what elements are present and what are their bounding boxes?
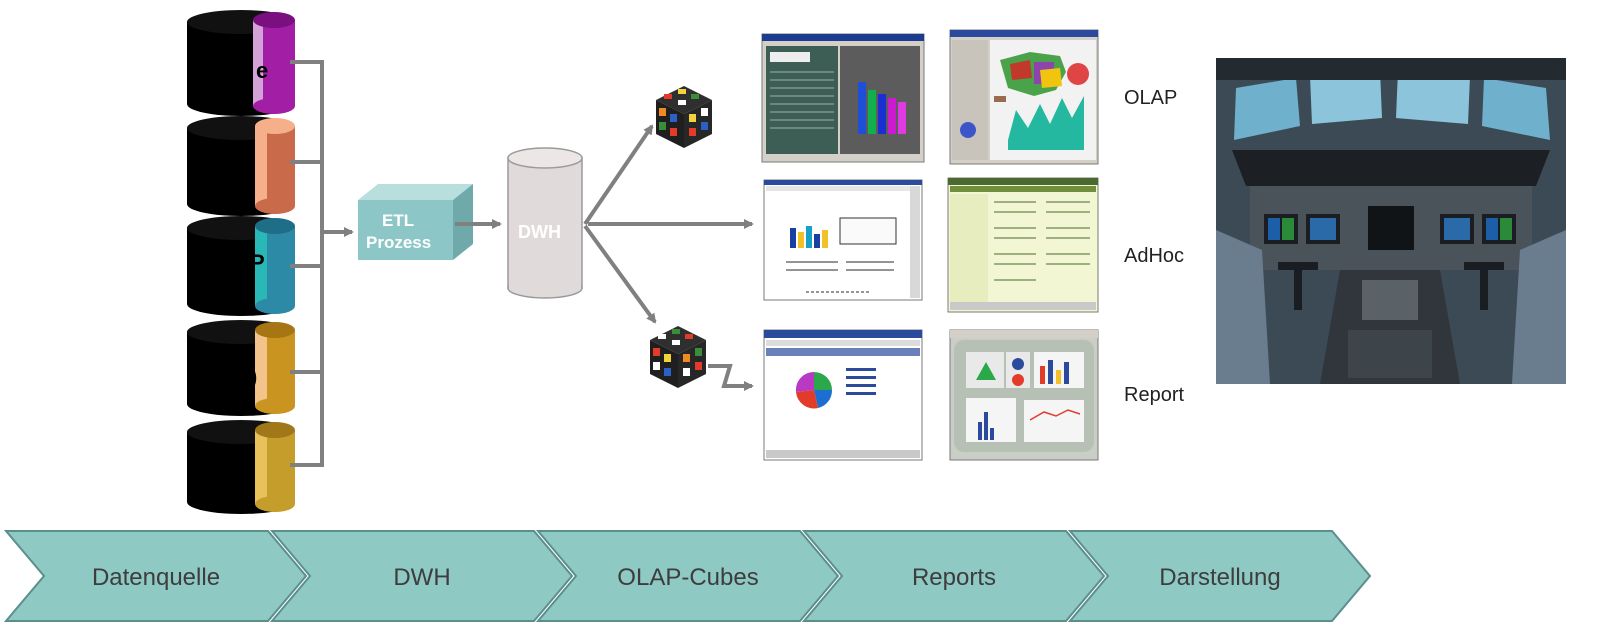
stage-darstellung: Darstellung — [1067, 530, 1372, 622]
olap-screenshot-2 — [949, 29, 1099, 165]
stage-dwh: DWH — [269, 530, 574, 622]
dwh-cylinder: DWH — [507, 147, 583, 299]
stage-label: OLAP-Cubes — [617, 564, 758, 591]
source-label-3: P — [250, 250, 265, 275]
adhoc-screenshot-2 — [947, 177, 1099, 313]
olap-cube-icon — [656, 86, 712, 148]
process-stage-bar: Datenquelle DWH OLAP-Cubes Reports Darst… — [3, 530, 1372, 622]
output-label-report: Report — [1124, 384, 1184, 406]
source-cylinder: s — [187, 116, 295, 216]
stage-reports: Reports — [801, 530, 1106, 622]
etl-label-line1: ETL — [382, 211, 414, 230]
report-screenshot-1 — [763, 329, 923, 461]
stage-label: Datenquelle — [92, 564, 220, 591]
stage-datenquelle: Datenquelle — [3, 530, 308, 622]
source-cylinder: el — [187, 420, 295, 514]
adhoc-screenshot-1 — [763, 179, 923, 301]
source-connectors — [290, 60, 354, 467]
source-cylinder: P — [187, 216, 295, 316]
dwh-output-arrows — [583, 124, 754, 324]
output-label-adhoc: AdHoc — [1124, 245, 1184, 267]
report-screenshot-2 — [949, 329, 1099, 461]
stage-label: Darstellung — [1159, 564, 1280, 591]
olap-screenshot-1 — [761, 33, 925, 163]
source-label-1: e — [256, 58, 268, 83]
stage-label: DWH — [393, 564, 450, 591]
source-cylinder: ) — [187, 320, 295, 416]
stage-label: Reports — [912, 564, 996, 591]
output-label-olap: OLAP — [1124, 87, 1177, 109]
data-source-cylinders: e s P — [187, 10, 295, 514]
source-label-4: ) — [250, 364, 257, 389]
etl-process-box: ETL Prozess — [358, 184, 473, 260]
etl-label-line2: Prozess — [366, 233, 431, 252]
source-cylinder: e — [187, 10, 295, 116]
source-label-2: s — [240, 160, 252, 185]
cockpit-photo — [1216, 58, 1566, 384]
report-cube-icon — [650, 326, 706, 388]
dwh-label: DWH — [518, 222, 561, 242]
source-label-5: el — [238, 470, 256, 495]
stage-olap-cubes: OLAP-Cubes — [535, 530, 840, 622]
cube-to-report-arrow — [708, 364, 754, 391]
